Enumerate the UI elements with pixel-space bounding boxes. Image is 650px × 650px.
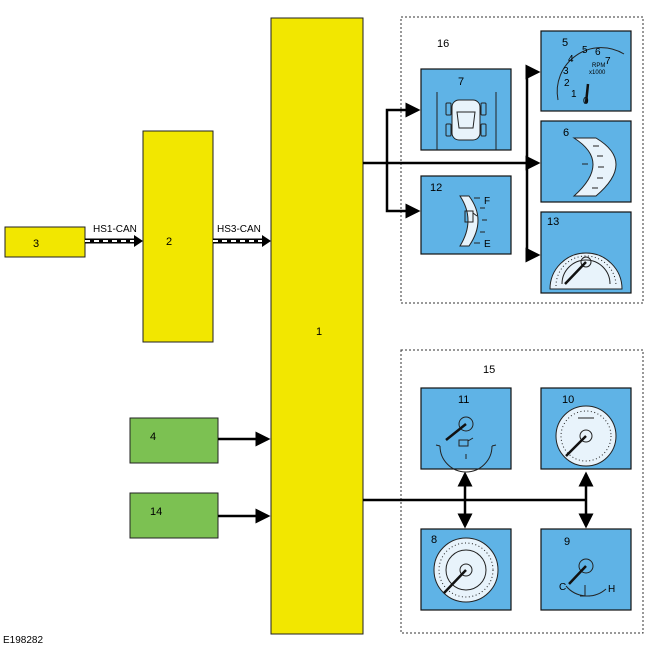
oil-gauge-needle <box>445 423 467 441</box>
tach-tick-7: 7 <box>605 56 611 67</box>
group-15-border <box>400 349 644 634</box>
dial-10-needle <box>565 435 587 457</box>
fuel-gauge-scale <box>459 195 487 247</box>
module-4-label: 4 <box>150 431 156 443</box>
tach-tick-1: 1 <box>571 89 577 100</box>
gauge-11-label: 11 <box>458 394 469 406</box>
temp-hot-label: H <box>608 584 615 595</box>
figure-id: E198282 <box>3 635 43 646</box>
gauge-13-label: 13 <box>547 216 559 228</box>
tachometer-dial <box>556 47 625 101</box>
module-4-box <box>129 417 219 464</box>
module-3-box <box>4 226 86 258</box>
tach-tick-2: 2 <box>564 78 570 89</box>
tach-multiplier: x1000 <box>589 70 606 76</box>
fuel-full-label: F <box>484 196 490 207</box>
module-1-box <box>270 17 364 635</box>
hs3-can-label: HS3-CAN <box>217 224 261 235</box>
hs1-can-arrowhead <box>134 235 143 247</box>
coolant-temperature-icon <box>580 585 590 597</box>
gauge-7-label: 7 <box>458 76 464 88</box>
fuel-empty-label: E <box>484 239 491 250</box>
gauge-10-label: 10 <box>562 394 574 406</box>
gauge-9-box <box>540 528 632 611</box>
gauge-8-label: 8 <box>431 534 437 546</box>
gauge-9-label: 9 <box>564 536 570 548</box>
tach-tick-5: 5 <box>582 45 588 56</box>
module-14-box <box>129 492 219 539</box>
gauge-5-label: 5 <box>562 37 568 49</box>
fuel-pump-icon <box>464 210 478 223</box>
tach-tick-4: 4 <box>568 54 574 65</box>
oil-can-icon <box>458 437 474 447</box>
speedometer-needle-13 <box>564 261 587 285</box>
group-15-label: 15 <box>483 364 495 376</box>
curved-scale <box>572 137 617 197</box>
module-14-label: 14 <box>150 506 162 518</box>
tach-needle <box>584 83 590 104</box>
tach-unit: RPM <box>592 63 605 69</box>
module-2-box <box>142 130 214 343</box>
temp-gauge-needle <box>568 565 587 585</box>
bus-16-up <box>385 102 421 163</box>
temp-cold-label: C <box>559 582 566 593</box>
gauge-12-label: 12 <box>430 182 442 194</box>
speedometer-needle-8 <box>443 569 467 594</box>
tach-tick-6: 6 <box>595 47 601 58</box>
bus-16-down <box>385 163 421 219</box>
group-16-label: 16 <box>437 38 449 50</box>
group-16-border <box>400 16 644 304</box>
hs3-can-arrowhead <box>262 235 271 247</box>
tire-pressure-icon <box>436 92 497 150</box>
hs1-can-label: HS1-CAN <box>93 224 137 235</box>
oil-pressure-gauge <box>435 416 497 473</box>
gauge-6-label: 6 <box>563 127 569 139</box>
module-2-label: 2 <box>166 236 172 248</box>
module-3-label: 3 <box>33 238 39 250</box>
tach-tick-3: 3 <box>563 66 569 77</box>
module-1-label: 1 <box>316 326 322 338</box>
